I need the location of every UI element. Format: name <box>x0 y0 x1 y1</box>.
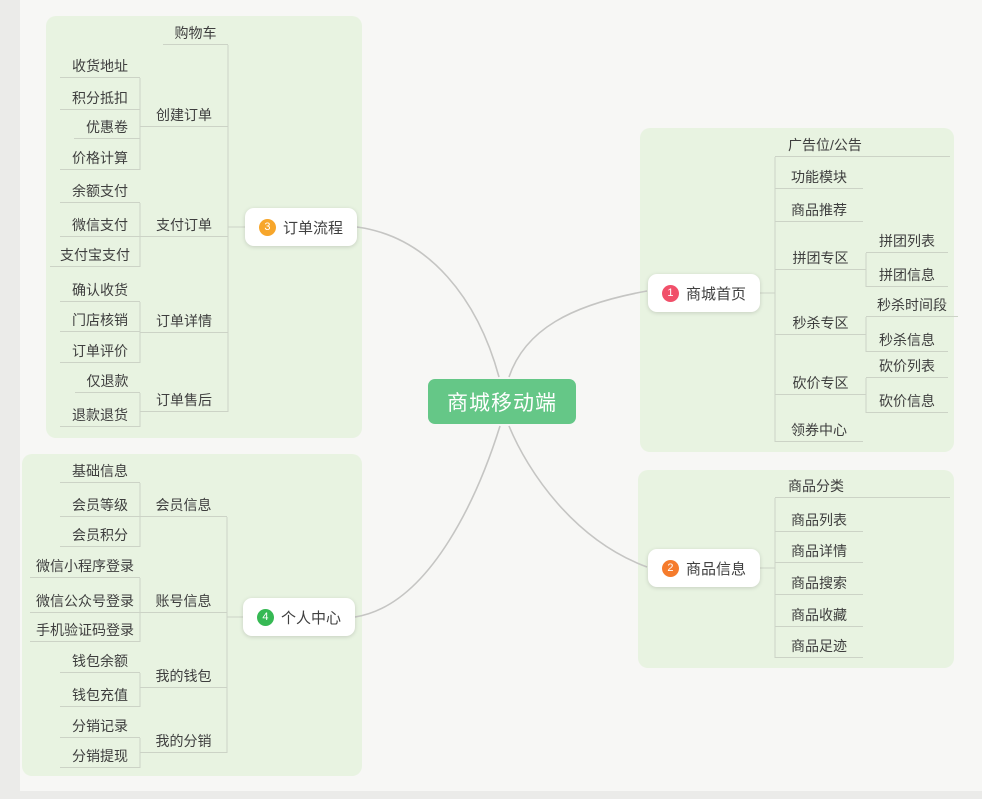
topic-confirm-receipt[interactable]: 确认收货 <box>60 283 140 302</box>
topic-flashsale-zone[interactable]: 秒杀专区 <box>775 316 866 335</box>
topic-product-footprints[interactable]: 商品足迹 <box>775 639 863 658</box>
topic-product-search[interactable]: 商品搜索 <box>775 576 863 595</box>
topic-points-deduction[interactable]: 积分抵扣 <box>60 91 140 110</box>
topic-my-wallet[interactable]: 我的钱包 <box>140 669 227 688</box>
topic-product-favorites[interactable]: 商品收藏 <box>775 608 863 627</box>
topic-refund-only[interactable]: 仅退款 <box>75 374 140 393</box>
topic-coupon[interactable]: 优惠卷 <box>74 120 140 139</box>
topic-member-points[interactable]: 会员积分 <box>60 528 140 547</box>
topic-flashsale-times[interactable]: 秒杀时间段 <box>866 298 958 317</box>
topic-bargain-list[interactable]: 砍价列表 <box>866 359 948 378</box>
topic-account-info[interactable]: 账号信息 <box>140 594 227 613</box>
topic-flashsale-info[interactable]: 秒杀信息 <box>866 333 948 352</box>
branch-home-page[interactable]: 1 商城首页 <box>648 274 760 312</box>
badge-3: 3 <box>258 218 276 236</box>
topic-wechat-official-login[interactable]: 微信公众号登录 <box>30 594 140 613</box>
topic-groupbuy-list[interactable]: 拼团列表 <box>866 234 948 253</box>
topic-create-order[interactable]: 创建订单 <box>140 108 228 127</box>
topic-order-detail[interactable]: 订单详情 <box>140 314 228 333</box>
topic-pay-order[interactable]: 支付订单 <box>140 218 228 237</box>
topic-groupbuy-zone[interactable]: 拼团专区 <box>775 251 866 270</box>
topic-price-calc[interactable]: 价格计算 <box>60 151 140 170</box>
branch-order-flow[interactable]: 3 订单流程 <box>245 208 357 246</box>
topic-member-info[interactable]: 会员信息 <box>140 498 227 517</box>
topic-wallet-balance[interactable]: 钱包余额 <box>60 654 140 673</box>
topic-distribution-withdraw[interactable]: 分销提现 <box>60 749 140 768</box>
topic-ad-announcement[interactable]: 广告位/公告 <box>775 138 950 157</box>
topic-product-recommend[interactable]: 商品推荐 <box>775 203 863 222</box>
topic-basic-info[interactable]: 基础信息 <box>60 464 140 483</box>
branch-home-page-label: 商城首页 <box>685 285 746 303</box>
topic-store-verify[interactable]: 门店核销 <box>60 313 140 332</box>
topic-wechat-miniapp-login[interactable]: 微信小程序登录 <box>30 559 140 578</box>
badge-4: 4 <box>256 608 274 626</box>
topic-coupon-center[interactable]: 领券中心 <box>775 423 863 442</box>
topic-function-modules[interactable]: 功能模块 <box>775 170 863 189</box>
topic-wallet-recharge[interactable]: 钱包充值 <box>60 688 140 707</box>
topic-my-distribution[interactable]: 我的分销 <box>140 734 227 753</box>
topic-alipay-pay[interactable]: 支付宝支付 <box>50 248 140 267</box>
topic-member-level[interactable]: 会员等级 <box>60 498 140 517</box>
topic-product-list[interactable]: 商品列表 <box>775 513 863 532</box>
topic-bargain-zone[interactable]: 砍价专区 <box>775 376 866 395</box>
branch-order-flow-label: 订单流程 <box>282 219 343 237</box>
topic-product-category[interactable]: 商品分类 <box>775 479 950 498</box>
topic-phone-code-login[interactable]: 手机验证码登录 <box>30 623 140 642</box>
topic-order-review[interactable]: 订单评价 <box>60 344 140 363</box>
topic-bargain-info[interactable]: 砍价信息 <box>866 394 948 413</box>
branch-product-info[interactable]: 2 商品信息 <box>648 549 760 587</box>
badge-2: 2 <box>661 559 679 577</box>
topic-product-detail[interactable]: 商品详情 <box>775 544 863 563</box>
topic-shopping-cart[interactable]: 购物车 <box>163 26 228 45</box>
badge-1: 1 <box>661 284 679 302</box>
branch-product-info-label: 商品信息 <box>685 560 746 578</box>
topic-distribution-records[interactable]: 分销记录 <box>60 719 140 738</box>
topic-groupbuy-info[interactable]: 拼团信息 <box>866 268 948 287</box>
topic-balance-pay[interactable]: 余额支付 <box>60 184 140 203</box>
central-topic[interactable]: 商城移动端 <box>428 379 576 424</box>
branch-personal-center-label: 个人中心 <box>280 609 341 627</box>
branch-personal-center[interactable]: 4 个人中心 <box>243 598 355 636</box>
topic-wechat-pay[interactable]: 微信支付 <box>60 218 140 237</box>
topic-order-aftersales[interactable]: 订单售后 <box>140 393 228 412</box>
topic-refund-return[interactable]: 退款退货 <box>60 408 140 427</box>
topic-shipping-address[interactable]: 收货地址 <box>60 59 140 78</box>
